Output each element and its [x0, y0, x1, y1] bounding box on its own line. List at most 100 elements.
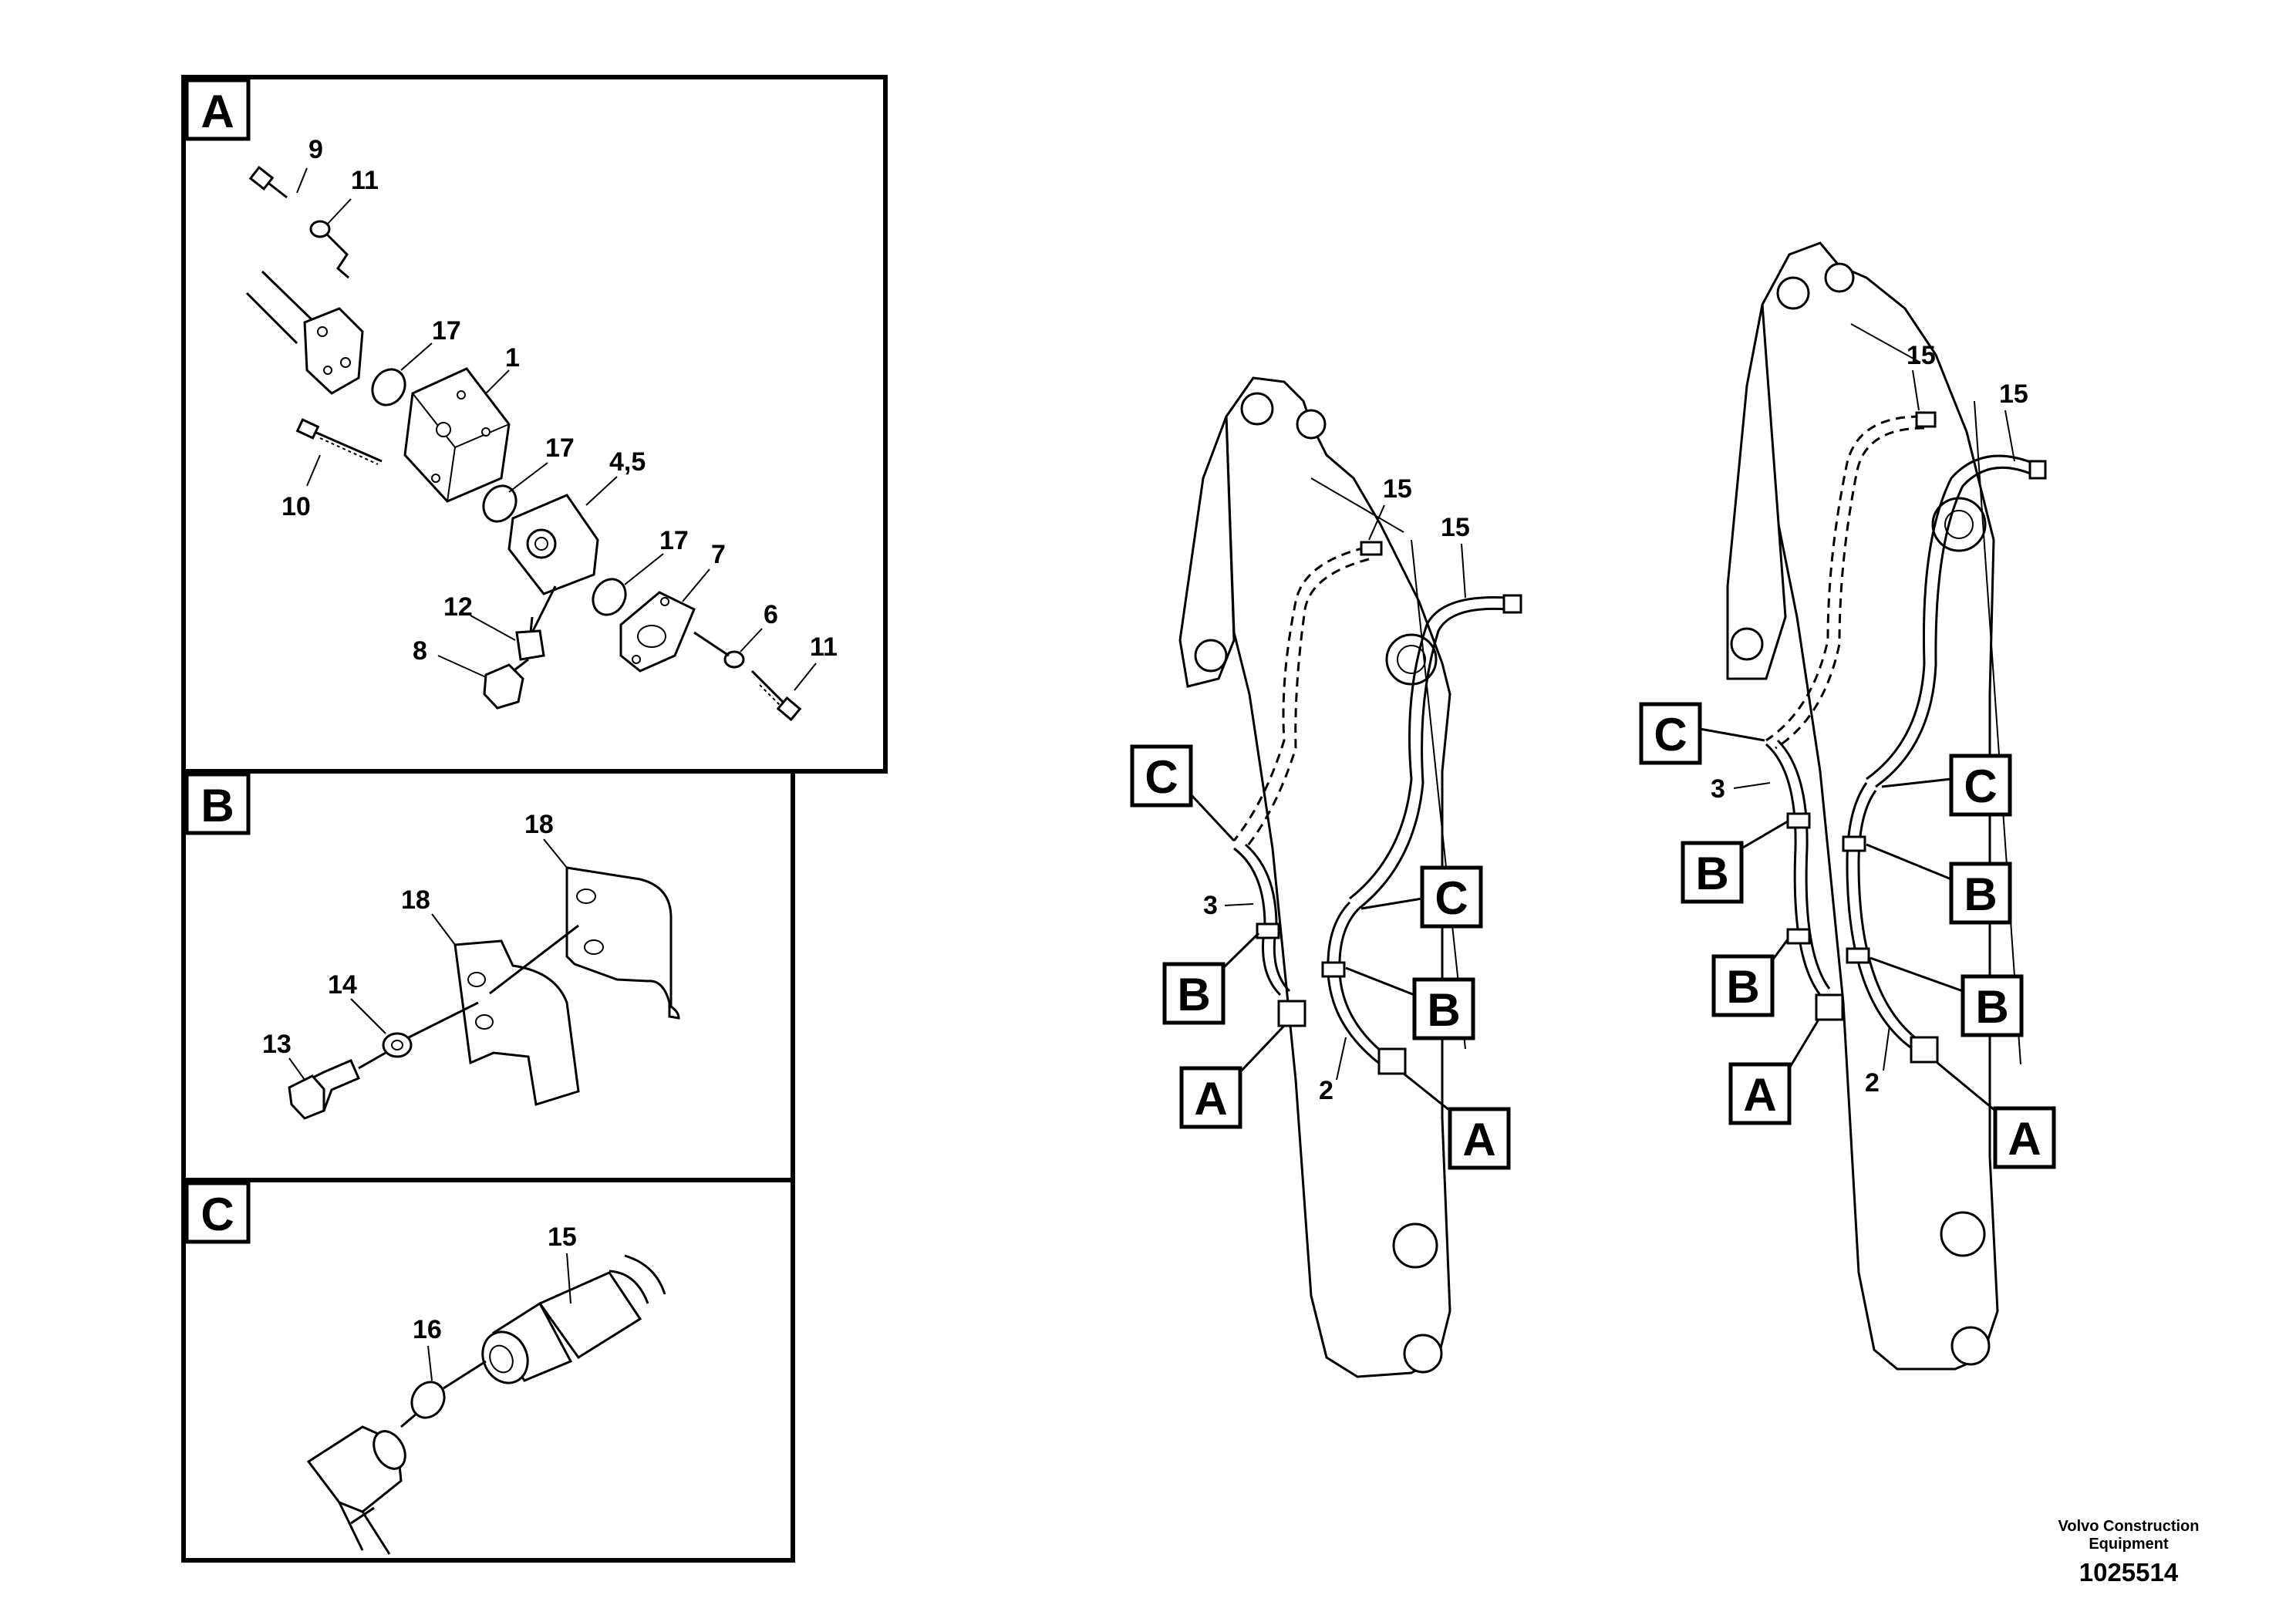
axis-b1: [358, 1051, 386, 1070]
fitting-6-icon: [515, 616, 545, 661]
panel-b-label-box: [184, 772, 251, 835]
leader-11b: [740, 628, 763, 653]
boom-right-foot: [1726, 304, 1787, 680]
boom-left-tag-b-right: B: [1345, 966, 1475, 1040]
boom-left-leader-15a: [1368, 504, 1385, 541]
boom-left-hose-end: [1502, 594, 1522, 614]
boom-left-valve-2: [1377, 1047, 1407, 1075]
o-ring-17b-icon: [482, 484, 518, 523]
leader-6: [470, 615, 516, 641]
leader-13: [288, 1057, 305, 1081]
boom-right-clamp-2: [1786, 928, 1811, 945]
callout-17b: 17: [545, 433, 575, 463]
boom-left-cylinder-pin-inner: [1397, 645, 1426, 674]
boom-right-hidden-hose: [1765, 415, 1921, 742]
boom-right-tag-b-lower-right: B: [1870, 956, 2024, 1037]
pipe-flange-icon: [245, 270, 364, 395]
leader-15: [566, 1253, 571, 1304]
callout-18b: 18: [401, 885, 430, 915]
boom-right-leader-2: [1883, 1025, 1890, 1071]
boom-left-callout-3: 3: [1203, 891, 1218, 920]
boom-left-edge: [1310, 477, 1404, 533]
leader-18-rear: [543, 838, 568, 868]
panel-c-label: C: [201, 1189, 234, 1240]
callout-9: 9: [308, 135, 323, 164]
boom-right-hose: [1866, 454, 2033, 781]
boom-right-hose-end: [2028, 460, 2047, 480]
boom-right-tube-2b: [1857, 790, 1923, 1044]
o-ring-17-icon: [371, 368, 406, 406]
boom-right-hidden-hose-end: [1915, 411, 1937, 428]
boom-left-clamp-2: [1321, 961, 1346, 978]
boom-left-tag-a-left: A: [1179, 1024, 1286, 1129]
callout-15: 15: [548, 1222, 577, 1252]
leader-8: [437, 655, 487, 678]
boom-right-valve-1: [1815, 993, 1844, 1021]
detail-panel-b: B 18 18 14 13: [181, 769, 795, 1182]
leader-17: [400, 342, 433, 371]
svg-text:B: B: [1427, 984, 1460, 1036]
callout-14: 14: [328, 970, 357, 1000]
leader-12: [794, 663, 817, 691]
boom-right-clamp-1: [1786, 812, 1811, 829]
callout-11b: 6: [764, 600, 778, 629]
callout-10: 10: [282, 492, 311, 521]
elbow-fitting-icon: [306, 1425, 406, 1555]
svg-text:C: C: [1435, 872, 1468, 924]
boom-right-tag-c-upper: C: [1639, 702, 1765, 765]
callout-18a: 18: [524, 810, 554, 839]
callout-13: 13: [262, 1030, 292, 1059]
nut-8-icon: [483, 658, 529, 710]
panel-c-label-box: [184, 1181, 251, 1244]
leader-9: [296, 167, 308, 194]
leader-7: [682, 568, 710, 602]
boom-left-valve-1: [1277, 1000, 1306, 1027]
boom-left-view: C C B B A A 1: [1130, 376, 1522, 1378]
svg-text:A: A: [2008, 1113, 2041, 1165]
leader-10: [306, 454, 321, 487]
boom-left-callout-2: 2: [1319, 1076, 1333, 1105]
axis-c1: [400, 1412, 417, 1428]
boom-left-foot: [1178, 416, 1236, 688]
boom-left-tag-b-left: B: [1162, 932, 1260, 1025]
boom-left-hidden-hose-end: [1360, 541, 1383, 556]
boom-right-pivot-2: [1824, 262, 1855, 293]
boom-right-edge: [1850, 323, 1921, 363]
company-name-line2: Equipment: [2089, 1536, 2169, 1553]
svg-text:B: B: [1695, 848, 1728, 899]
washer-14-hole-icon: [391, 1040, 403, 1050]
panel-a-label-box: [184, 78, 251, 141]
boom-left-callout-15b: 15: [1441, 513, 1470, 542]
boom-right-valve-2: [1910, 1036, 1939, 1064]
boom-left-pivot-2: [1296, 409, 1327, 440]
boom-left-callout-15a: 15: [1383, 474, 1412, 504]
panel-b-label: B: [201, 780, 234, 831]
svg-text:C: C: [1145, 751, 1178, 803]
boom-right-cylinder-pin-inner: [1944, 510, 1974, 539]
detail-panel-c: C 15 16: [181, 1178, 795, 1563]
boom-right-hose-2: [1875, 466, 2033, 788]
o-ring-16-icon: [410, 1381, 446, 1419]
callout-8: 8: [413, 636, 427, 666]
valve-4-5-icon: [507, 494, 599, 633]
boom-left-web: [1411, 539, 1466, 1050]
svg-text:B: B: [1726, 961, 1759, 1013]
leader-11: [327, 198, 352, 224]
callout-17c: 17: [659, 526, 689, 555]
boom-right-leader-15a: [1912, 369, 1920, 411]
boom-right-hidden-hose-2: [1775, 427, 1925, 750]
svg-text:B: B: [1975, 981, 2008, 1033]
boom-right-web: [1974, 400, 2021, 1065]
boom-left-hidden-hose: [1232, 546, 1366, 841]
boom-right-end-pin: [1950, 1326, 1991, 1366]
boom-right-clamp-3: [1842, 835, 1866, 852]
boom-right-tag-a-right: A: [1937, 1061, 2056, 1169]
boom-right-tag-b-upper-left: B: [1681, 820, 1789, 904]
callout-11: 11: [351, 166, 379, 195]
company-name-line1: Volvo Construction: [2058, 1518, 2200, 1535]
callout-7: 7: [711, 540, 726, 569]
boom-right-tag-b-lower-left: B: [1711, 939, 1789, 1017]
boom-left-hose: [1349, 595, 1509, 900]
callout-4-5: 4,5: [609, 447, 646, 477]
